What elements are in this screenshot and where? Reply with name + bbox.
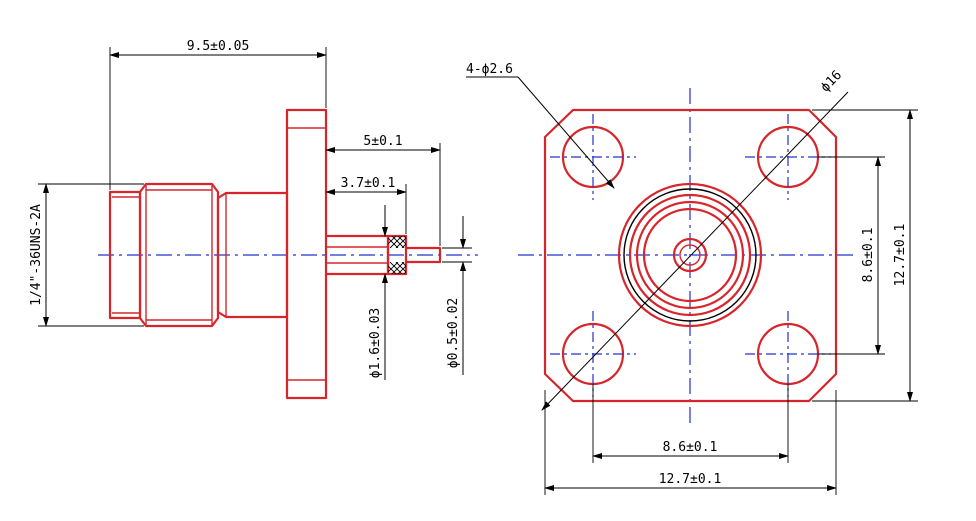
- overall-length-label: 9.5±0.05: [187, 39, 250, 54]
- side-view: 9.5±0.05 5±0.1 3.7±0.1 1/4"-36UNS-2A ϕ1.…: [29, 39, 478, 400]
- dim-thread: 1/4"-36UNS-2A: [29, 183, 144, 327]
- front-view: ϕ16 4-ϕ2.6 8.6±0.1 12.7±0.1 8.6±0.1: [466, 62, 918, 495]
- dim-pin-length: 5±0.1: [325, 134, 441, 246]
- dim-hole-spacing-horizontal: 8.6±0.1: [592, 384, 789, 463]
- pin-length-label: 5±0.1: [363, 134, 402, 149]
- dim-overall-length: 9.5±0.05: [109, 39, 327, 190]
- connector-rings: [617, 182, 763, 328]
- hole-spacing-horizontal-label: 8.6±0.1: [663, 440, 718, 455]
- connector-body-side: [108, 108, 442, 400]
- dielectric-diameter-label: ϕ1.6±0.03: [368, 308, 383, 378]
- dielectric-length-label: 3.7±0.1: [341, 176, 396, 191]
- dim-pin-diameter: ϕ0.5±0.02: [442, 216, 472, 375]
- flange-width-label: 12.7±0.1: [659, 472, 722, 487]
- pin-diameter-label: ϕ0.5±0.02: [446, 298, 461, 368]
- thread-label: 1/4"-36UNS-2A: [29, 204, 44, 306]
- dim-hole-callout: 4-ϕ2.6: [466, 62, 615, 189]
- circle-diameter-label: ϕ16: [818, 68, 845, 95]
- hole-callout-label: 4-ϕ2.6: [466, 62, 513, 77]
- flange-square: [543, 108, 838, 403]
- dim-flange-height: 12.7±0.1: [812, 109, 918, 402]
- hole-spacing-vertical-label: 8.6±0.1: [861, 228, 876, 283]
- dim-flange-width: 12.7±0.1: [544, 390, 837, 495]
- insulator-hatching: [388, 236, 406, 274]
- dim-dielectric-diameter: ϕ1.6±0.03: [368, 205, 388, 380]
- flange-height-label: 12.7±0.1: [893, 224, 908, 287]
- dim-dielectric-length: 3.7±0.1: [325, 176, 407, 234]
- dim-hole-spacing-vertical: 8.6±0.1: [818, 156, 885, 355]
